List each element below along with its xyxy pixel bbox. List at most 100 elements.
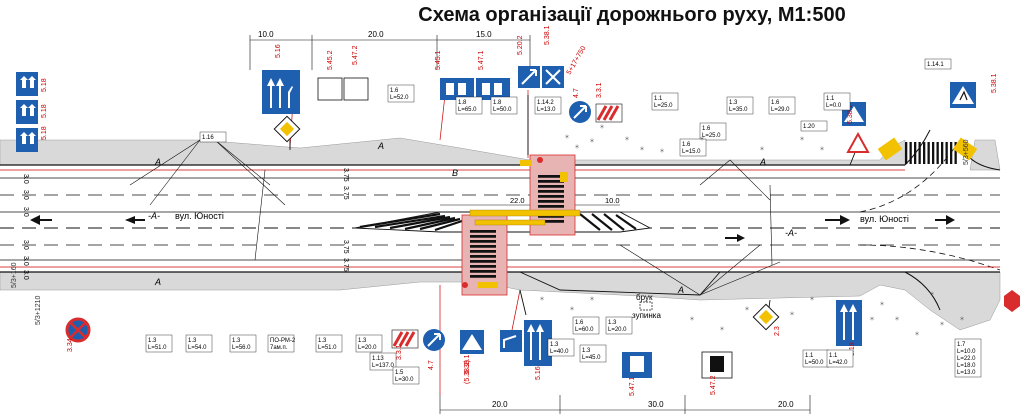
lane-marker-left: -А- (148, 211, 160, 221)
marking-bottom-10: 1.3L=40.0 (547, 338, 575, 357)
marking-top-7: 1.1L=0.0 (823, 92, 851, 111)
lane-width-4: 3.0 (22, 240, 29, 250)
sign-code-top-13: 5.18 (41, 126, 48, 140)
zebra-upper-stripe (538, 190, 564, 193)
sign-code-top-1: 5.45.2 (327, 50, 334, 70)
arrow-left-2 (125, 216, 145, 224)
arrow-right-3 (935, 215, 955, 225)
leader-lines (129, 139, 781, 296)
marking-bottom-11: 1.3L=45.0 (579, 344, 607, 363)
asterisk-mark: ⁎ (640, 143, 644, 152)
marking-top-text: L=25.0 (654, 103, 673, 109)
marking-bottom-box (392, 366, 420, 385)
marking-bottom-text: L=30.0 (395, 377, 414, 383)
leader-3 (214, 139, 271, 186)
zebra-upper-stripe (538, 205, 564, 208)
intersection-stripe (941, 142, 944, 164)
lane-letter-a-5: А (677, 285, 684, 295)
median-hatch-right (579, 213, 637, 231)
zebra-lower-stripe (470, 250, 496, 253)
marking-bottom-text: L=18.0 (957, 363, 976, 369)
marking-bottom-text: L=10.0 (957, 349, 976, 355)
marking-top-6: 1.6L=29.0 (768, 96, 796, 115)
stop-label: зупинка (632, 311, 661, 320)
median-dim-1: 22.0 (510, 196, 525, 205)
marking-top-10: 1.16 (199, 131, 227, 143)
marking-top-text: L=29.0 (771, 107, 790, 113)
marking-bottom-box (954, 338, 982, 378)
marking-bottom-text: L=40.0 (550, 349, 569, 355)
marking-top-text: L=25.0 (702, 133, 721, 139)
marking-top-12: 1.14.1 (924, 58, 952, 70)
marking-bottom-2: 1.3L=56.0 (229, 334, 257, 353)
marking-top-text: L=65.0 (458, 107, 477, 113)
marking-bottom-box (145, 334, 173, 353)
asterisk-mark: ⁎ (700, 133, 704, 142)
marking-top-text: L=13.0 (537, 107, 556, 113)
marking-bottom-text: 1.7 (957, 342, 966, 348)
marking-top-box (534, 96, 562, 115)
sign-code-top-9: 5.38.1 (991, 73, 998, 93)
asterisk-mark: ⁎ (625, 133, 629, 142)
sign-code-bottom-7: 5.47.2 (710, 375, 717, 395)
asterisk-mark: ⁎ (810, 293, 814, 302)
asterisk-mark: ⁎ (570, 303, 574, 312)
asterisk-mark: ⁎ (575, 141, 579, 150)
zebra-lower-stripe (470, 275, 496, 278)
marking-bottom-7: 1.5L=30.0 (392, 366, 420, 385)
asterisk-mark: ⁎ (760, 143, 764, 152)
lane-width-1: 3.0 (22, 174, 29, 184)
lane-letter-b: В (452, 168, 458, 178)
yellow-bar-1 (469, 209, 581, 217)
marking-bottom-box (579, 344, 607, 363)
sign-code-bottom-8: 2.3 (774, 326, 781, 336)
marking-top-text: L=0.0 (826, 103, 842, 109)
marking-bottom-box (229, 334, 257, 353)
intersection-stripe (932, 142, 935, 164)
marking-bottom-text: ПО-РМ-2 (270, 338, 296, 344)
marking-top-text: 1.6 (771, 100, 780, 106)
stationing-1: 5/3+160 (11, 262, 18, 288)
median-dim-2: 10.0 (605, 196, 620, 205)
sign-stop-right (1004, 290, 1020, 312)
marking-bottom-text: 1.3 (232, 338, 241, 344)
intersection-stripe (927, 142, 930, 164)
lane-width-3: 3.0 (22, 207, 29, 217)
dim-top-1: 10.0 (258, 30, 274, 39)
lane-widths-left: 3.0 3.0 3.0 3.0 3.0 3.0 (22, 174, 29, 280)
dim-bottom-1: 20.0 (492, 400, 508, 409)
leader-9 (699, 159, 731, 186)
lane-arrows (30, 215, 955, 242)
leader-10 (254, 169, 266, 261)
asterisk-mark: ⁎ (720, 323, 724, 332)
dimension-bottom (439, 395, 811, 414)
marking-bottom-text: L=50.0 (805, 360, 824, 366)
yellow-bar-5 (520, 160, 532, 166)
zebra-lower-stripe (470, 270, 496, 273)
leader-8 (729, 159, 771, 201)
intersection-crosswalk (877, 137, 978, 164)
marking-top-text: 1.20 (803, 124, 815, 130)
marking-bottom-4: 1.3L=51.0 (315, 334, 343, 353)
marking-top-text: 1.8 (458, 100, 467, 106)
zebra-lower-stripe (470, 260, 496, 263)
marking-top-text: L=15.0 (682, 149, 701, 155)
marking-top-3: 1.14.2L=13.0 (534, 96, 562, 115)
sign-code-bottom-0: 3.34 (67, 338, 74, 352)
yellow-bar-2 (474, 219, 546, 226)
sign-code-bottom-5: 5.16 (535, 366, 542, 380)
lane-letter-a-1: А (154, 157, 161, 167)
zebra-lower (470, 230, 496, 278)
sign-code-bottom-6: 5.47.1 (629, 376, 636, 396)
sign-diamond-priority-top (273, 115, 301, 143)
tactile-dot-1 (537, 157, 543, 163)
lane-widths-mid: 3.75 3.75 3.75 3.75 (342, 168, 349, 272)
zebra-upper-stripe (538, 215, 564, 218)
marking-top-box (699, 122, 727, 141)
zebra-lower-stripe (470, 245, 496, 248)
red-leader-2 (439, 94, 446, 141)
marking-bottom-text: 7ам.п. (270, 345, 288, 351)
marking-bottom-text: 1.1 (805, 353, 814, 359)
